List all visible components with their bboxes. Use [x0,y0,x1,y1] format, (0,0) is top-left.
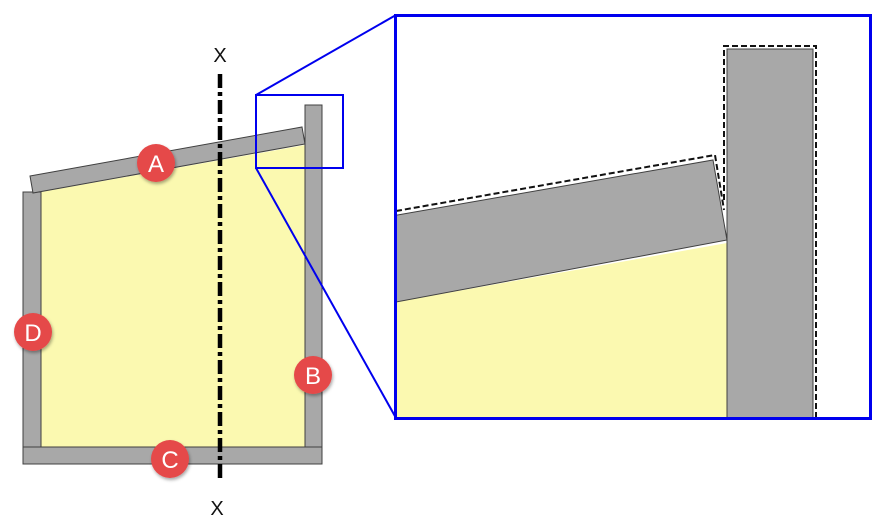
svg-text:C: C [161,447,178,474]
svg-text:D: D [24,320,41,347]
callout-leader-bottom [255,167,397,419]
detail-interior-fill [396,243,727,417]
cross-section: X X [22,14,397,520]
svg-text:B: B [305,363,321,390]
detail-panel-a-dashed-outline [396,153,725,212]
badge-d: D [14,313,52,351]
axis-label-top: X [213,45,226,67]
detail-panel-b [726,48,814,417]
detail-view [394,14,872,420]
panel-b [304,104,323,448]
svg-text:A: A [148,151,164,178]
badge-b: B [294,356,332,394]
axis-label-bottom: X [210,498,223,520]
detail-panel-b-dashed-outline [723,45,817,417]
callout-box [255,94,344,169]
callout-leader-top [255,14,397,96]
badge-a: A [137,144,175,182]
detail-frame [394,14,872,420]
interior-fill [41,145,305,447]
badge-c: C [151,440,189,478]
